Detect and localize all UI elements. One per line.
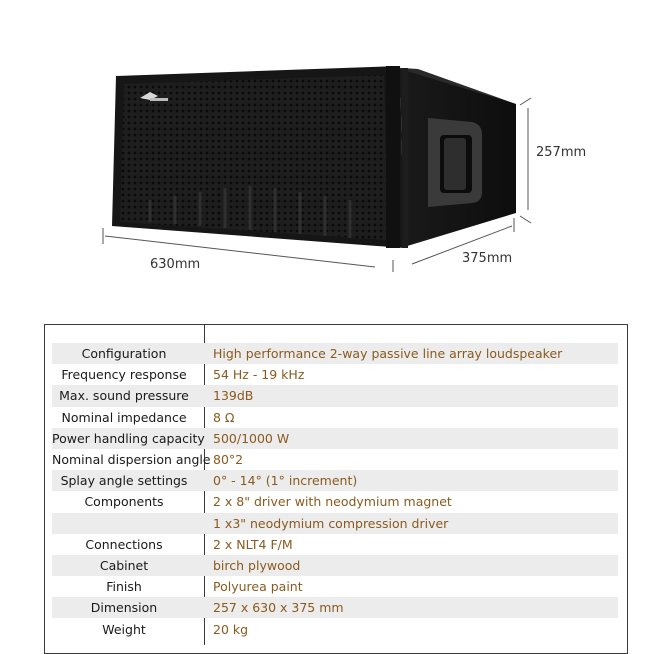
front-grille (120, 75, 388, 240)
table-row: Connections 2 x NLT4 F/M (52, 534, 618, 555)
spec-label: Configuration (81, 346, 167, 362)
spec-value: 20 kg (213, 621, 249, 637)
spec-value: 257 x 630 x 375 mm (213, 600, 344, 616)
table-row: Power handling capacity 500/1000 W (52, 427, 618, 449)
lens-pattern (148, 186, 352, 238)
spec-value: 1 x3" neodymium compression driver (213, 515, 449, 531)
table-row: Splay angle settings 0° - 14° (1° increm… (52, 470, 618, 492)
dimension-lines (102, 97, 532, 272)
spec-value: 2 x NLT4 F/M (213, 536, 293, 552)
spec-label: Dimension (90, 600, 158, 616)
spec-value: 500/1000 W (213, 430, 290, 446)
spec-value: 54 Hz - 19 kHz (213, 367, 305, 383)
spec-value: 0° - 14° (1° increment) (213, 473, 358, 489)
table-row: Nominal dispersion angle 80°2 (52, 449, 618, 470)
spec-label: Finish (106, 579, 142, 595)
width-dimension-label: 630mm (150, 257, 201, 272)
table-row: Cabinet birch plywood (52, 554, 618, 577)
spec-label: Frequency response (61, 367, 187, 383)
brand-logo-icon (140, 92, 168, 101)
spec-value: High performance 2-way passive line arra… (213, 346, 563, 362)
spec-value: 2 x 8" driver with neodymium magnet (213, 494, 452, 510)
product-figure: 630mm 375mm 257mm (0, 0, 660, 300)
side-handle (428, 118, 482, 207)
spec-value: birch plywood (213, 557, 301, 573)
height-dimension-label: 257mm (536, 145, 587, 160)
table-row: Nominal impedance 8 Ω (52, 407, 618, 428)
table-row: Weight 20 kg (52, 618, 618, 639)
spec-label: Nominal impedance (61, 409, 187, 425)
spec-value: 8 Ω (213, 409, 235, 425)
spec-table: Configuration High performance 2-way pas… (52, 343, 618, 640)
table-row: Dimension 257 x 630 x 375 mm (52, 597, 618, 619)
speaker-illustration (102, 66, 532, 272)
table-row: Max. sound pressure 139dB (52, 385, 618, 407)
spec-value: Polyurea paint (213, 579, 303, 595)
spec-label: Nominal dispersion angle (52, 452, 211, 468)
spec-label: Cabinet (99, 557, 149, 573)
spec-label: Weight (102, 621, 146, 637)
spec-value: 139dB (213, 388, 254, 404)
table-row: 1 x3" neodymium compression driver (52, 512, 618, 534)
table-row: Finish Polyurea paint (52, 576, 618, 597)
spec-value: 80°2 (213, 452, 244, 468)
spec-label: Power handling capacity (52, 430, 205, 446)
depth-dimension-label: 375mm (462, 251, 513, 266)
rigging-rail (386, 66, 400, 248)
table-row: Configuration High performance 2-way pas… (52, 343, 618, 365)
spec-label: Components (84, 494, 164, 510)
spec-label: Splay angle settings (60, 473, 188, 489)
spec-label: Connections (85, 536, 163, 552)
table-row: Components 2 x 8" driver with neodymium … (52, 491, 618, 512)
table-row: Frequency response 54 Hz - 19 kHz (52, 364, 618, 385)
spec-label: Max. sound pressure (59, 388, 189, 404)
